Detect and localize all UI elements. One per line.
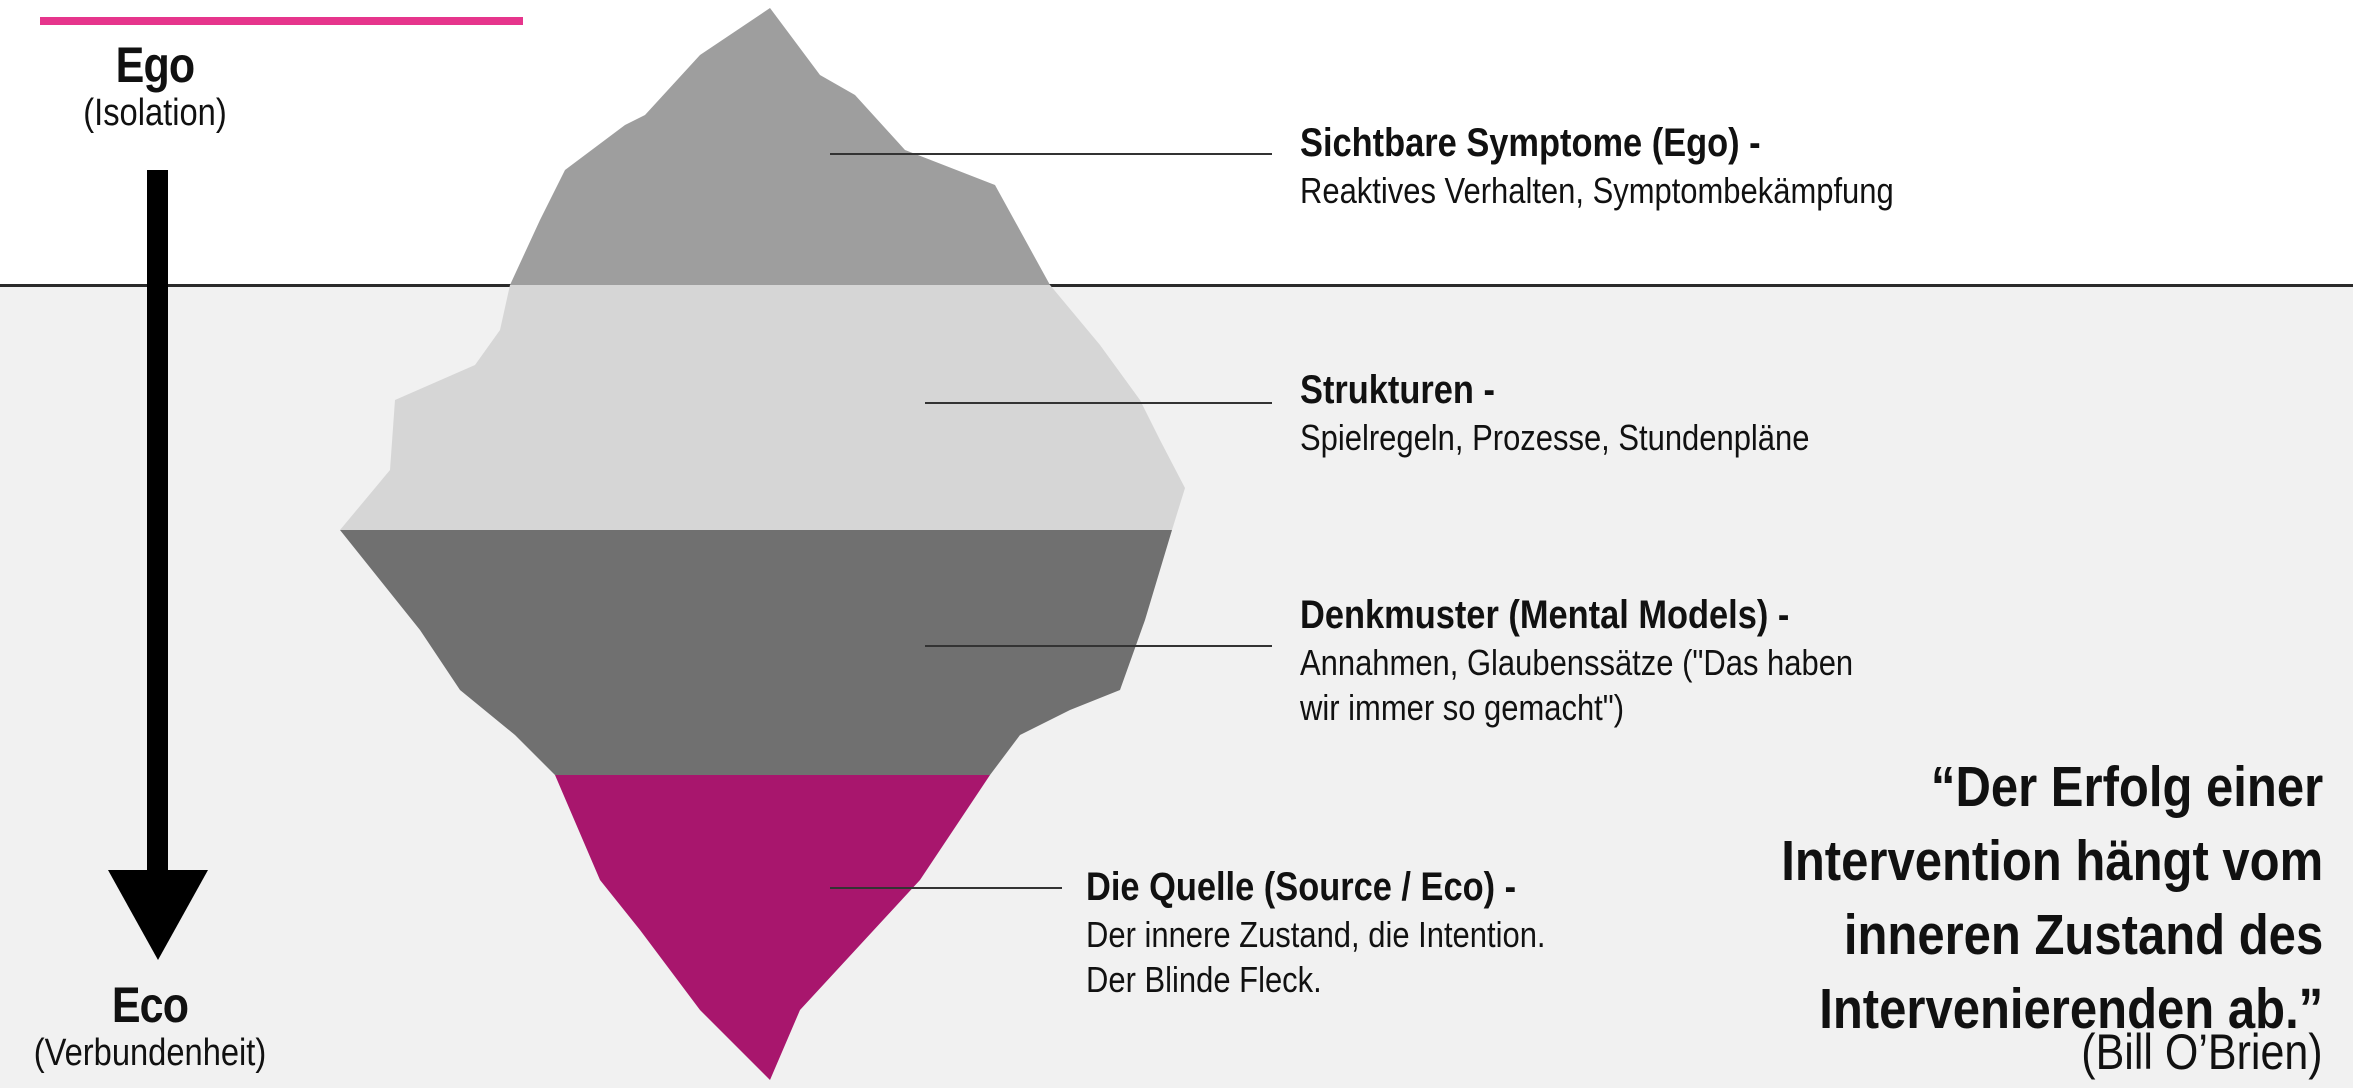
quote-line: “Der Erfolg einer [1781, 750, 2323, 824]
quote-text: “Der Erfolg einer Intervention hängt vom… [1781, 750, 2323, 1046]
layer-title: Die Quelle (Source / Eco) - [1086, 862, 1546, 912]
layer-description: wir immer so gemacht") [1300, 685, 1853, 730]
iceberg-layer-structures [340, 285, 1185, 530]
quote-author: (Bill O’Brien) [2082, 1023, 2323, 1081]
layer-description: Spielregeln, Prozesse, Stundenpläne [1300, 415, 1809, 460]
layer-description: Der Blinde Fleck. [1086, 957, 1546, 1002]
quote-line: Intervention hängt vom [1781, 824, 2323, 898]
iceberg-layer-symptoms [510, 8, 1050, 285]
layer-title: Strukturen - [1300, 365, 1809, 415]
layer-label-source: Die Quelle (Source / Eco) - Der innere Z… [1086, 862, 1546, 1002]
iceberg-layer-source [555, 775, 990, 1080]
layer-description: Reaktives Verhalten, Symptombekämpfung [1300, 168, 1894, 213]
layer-description: Der innere Zustand, die Intention. [1086, 912, 1546, 957]
layer-title: Sichtbare Symptome (Ego) - [1300, 118, 1894, 168]
quote-line: inneren Zustand des [1781, 898, 2323, 972]
iceberg-layer-mental-models [340, 530, 1172, 775]
layer-label-symptoms: Sichtbare Symptome (Ego) - Reaktives Ver… [1300, 118, 1894, 213]
layer-label-mental-models: Denkmuster (Mental Models) - Annahmen, G… [1300, 590, 1853, 730]
layer-title: Denkmuster (Mental Models) - [1300, 590, 1853, 640]
layer-description: Annahmen, Glaubenssätze ("Das haben [1300, 640, 1853, 685]
layer-label-structures: Strukturen - Spielregeln, Prozesse, Stun… [1300, 365, 1809, 460]
